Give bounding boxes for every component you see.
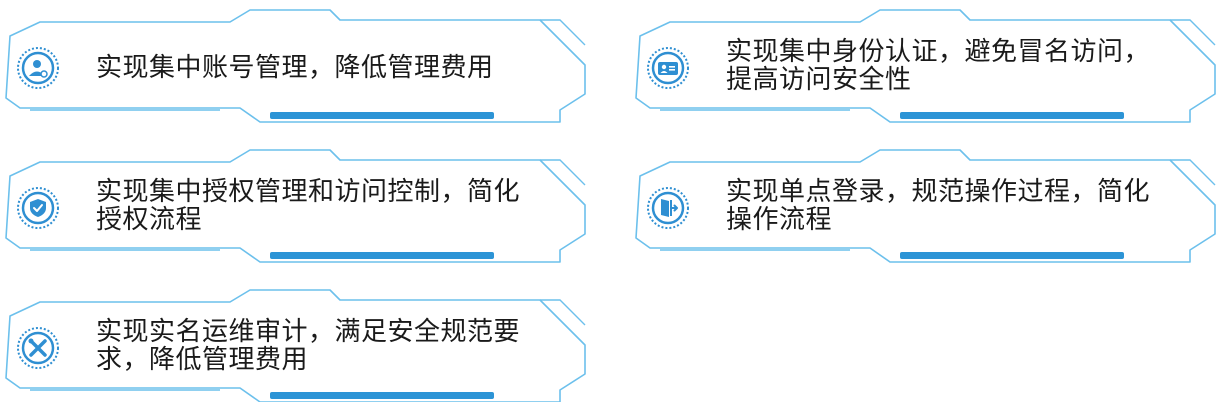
id-card-icon: [647, 47, 689, 89]
card-text: 实现集中身份认证，避免冒名访问，提高访问安全性: [726, 37, 1151, 95]
card-frame: [5, 9, 586, 123]
card-badge: [646, 186, 690, 230]
card-frame: [635, 149, 1216, 263]
card-text: 实现单点登录，规范操作过程，简化操作流程: [726, 177, 1151, 235]
wrench-screwdriver-icon: [17, 327, 59, 369]
feature-card-4: 实现单点登录，规范操作过程，简化操作流程: [630, 149, 1217, 263]
card-text: 实现实名运维审计，满足安全规范要求，降低管理费用: [96, 317, 521, 375]
login-door-icon: [647, 187, 689, 229]
feature-card-3: 实现集中授权管理和访问控制，简化授权流程: [0, 149, 588, 263]
feature-card-1: 实现集中账号管理，降低管理费用: [0, 9, 588, 123]
card-text: 实现集中授权管理和访问控制，简化授权流程: [96, 177, 521, 235]
feature-card-5: 实现实名运维审计，满足安全规范要求，降低管理费用: [0, 289, 588, 402]
card-frame: [635, 9, 1216, 123]
card-badge: [16, 326, 60, 370]
card-text: 实现集中账号管理，降低管理费用: [96, 53, 494, 83]
card-frame: [5, 289, 586, 402]
card-badge: [16, 186, 60, 230]
user-account-icon: [17, 47, 59, 89]
card-badge: [16, 46, 60, 90]
feature-card-2: 实现集中身份认证，避免冒名访问，提高访问安全性: [630, 9, 1217, 123]
card-frame: [5, 149, 586, 263]
card-badge: [646, 46, 690, 90]
shield-check-icon: [17, 187, 59, 229]
